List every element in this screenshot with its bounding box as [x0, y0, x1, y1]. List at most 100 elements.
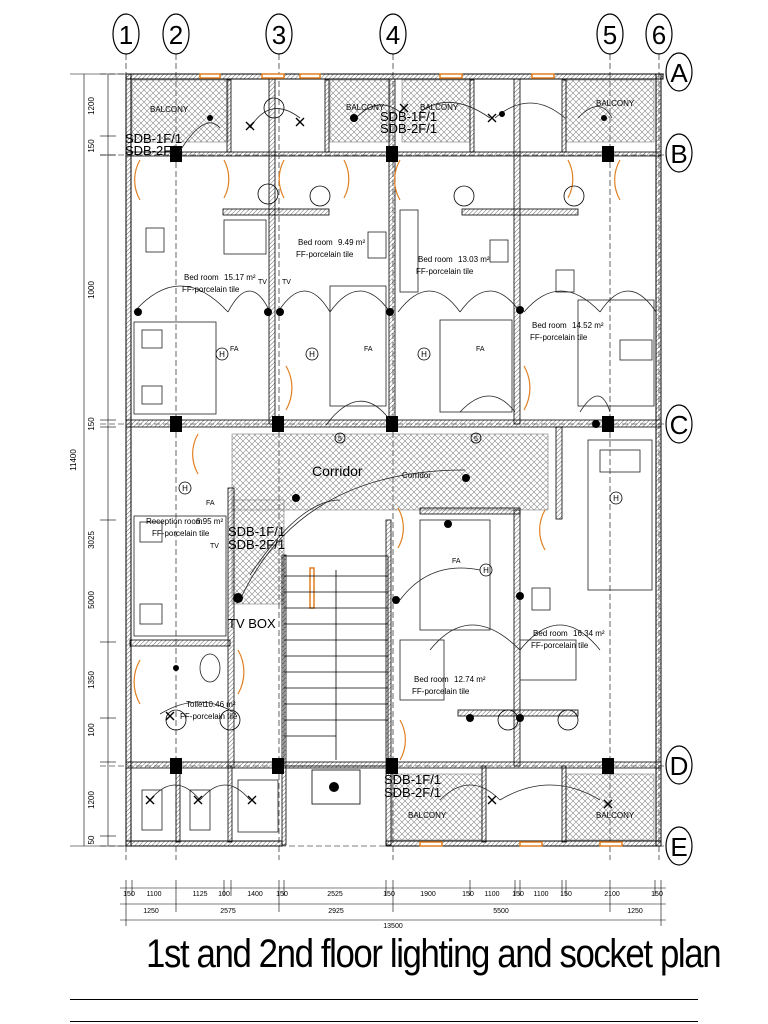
svg-text:H: H [421, 350, 427, 359]
svg-text:H: H [309, 350, 315, 359]
tv-outlet-symbols: TV TV TV [210, 279, 291, 550]
svg-text:50: 50 [87, 835, 96, 844]
svg-text:14.52 m²: 14.52 m² [572, 321, 604, 330]
fan-fixtures [165, 97, 585, 731]
structural-columns [170, 146, 614, 774]
svg-text:150: 150 [651, 891, 663, 898]
svg-text:1400: 1400 [247, 891, 263, 898]
svg-text:FF-porcelain tile: FF-porcelain tile [296, 250, 354, 259]
left-dimension-labels: 1200 150 1000 11400 150 3025 5000 1350 1… [69, 97, 96, 845]
svg-text:150: 150 [87, 417, 96, 431]
svg-text:6.95 m²: 6.95 m² [196, 517, 223, 526]
svg-text:D: D [670, 751, 689, 781]
svg-text:13.03 m²: 13.03 m² [458, 255, 490, 264]
svg-text:SDB-1F/1: SDB-1F/1 [380, 109, 437, 124]
svg-text:Toilet: Toilet [186, 700, 205, 709]
svg-text:E: E [670, 832, 687, 862]
room-labels: BALCONY BALCONY BALCONY BALCONY BALCONY … [146, 99, 635, 820]
furniture [133, 209, 655, 833]
svg-text:5: 5 [603, 20, 617, 50]
svg-text:150: 150 [123, 891, 135, 898]
svg-text:2100: 2100 [604, 891, 620, 898]
svg-text:BALCONY: BALCONY [346, 103, 385, 112]
column-axis-1: 1 [112, 13, 140, 55]
column-axis-6: 6 [645, 13, 673, 55]
svg-text:Bed room: Bed room [414, 675, 449, 684]
svg-text:H: H [613, 494, 619, 503]
svg-text:FA: FA [452, 558, 461, 565]
light-fixtures [134, 111, 607, 792]
svg-text:SDB-2F/1: SDB-2F/1 [380, 121, 437, 136]
row-axis-e: E [665, 826, 693, 866]
svg-text:15.17 m²: 15.17 m² [224, 273, 256, 282]
column-axis-5: 5 [596, 13, 624, 55]
svg-text:FF-porcelain tile: FF-porcelain tile [412, 687, 470, 696]
svg-text:1100: 1100 [484, 891, 499, 898]
svg-text:SDB-1F/1: SDB-1F/1 [125, 131, 182, 146]
svg-text:1: 1 [119, 20, 133, 50]
svg-text:5: 5 [474, 436, 478, 443]
svg-text:FA: FA [230, 346, 239, 353]
svg-text:150: 150 [512, 891, 524, 898]
svg-text:2525: 2525 [327, 891, 343, 898]
svg-text:16.34 m²: 16.34 m² [573, 629, 605, 638]
svg-text:3025: 3025 [87, 531, 96, 549]
svg-text:3: 3 [272, 20, 286, 50]
svg-text:11400: 11400 [69, 449, 78, 471]
svg-text:150: 150 [87, 139, 96, 153]
svg-text:SDB-2F/1: SDB-2F/1 [384, 785, 441, 800]
svg-text:100: 100 [87, 723, 96, 737]
svg-text:1900: 1900 [420, 891, 436, 898]
svg-text:1250: 1250 [143, 908, 159, 915]
svg-text:FF-porcelain tile: FF-porcelain tile [180, 712, 238, 721]
svg-text:Bed room: Bed room [418, 255, 453, 264]
svg-text:1350: 1350 [87, 671, 96, 689]
svg-text:1000: 1000 [87, 281, 96, 299]
left-dimension-chain [70, 73, 126, 847]
svg-text:1100: 1100 [146, 891, 161, 898]
title-underline-top [70, 999, 698, 1000]
bottom-dimension-labels: 150 1100 1125 100 1400 150 2525 150 1900… [123, 891, 663, 930]
svg-text:1125: 1125 [192, 891, 207, 898]
svg-text:4: 4 [386, 20, 400, 50]
drawing-title: 1st and 2nd floor lighting and socket pl… [146, 932, 722, 976]
svg-text:TV: TV [258, 279, 267, 286]
svg-text:FA: FA [364, 346, 373, 353]
hatched-zones [131, 79, 655, 841]
socket-h-symbols: H H H H H H [178, 347, 623, 577]
svg-text:1250: 1250 [627, 908, 643, 915]
column-axis-3: 3 [265, 13, 293, 55]
svg-text:TV BOX: TV BOX [228, 616, 276, 631]
svg-text:Bed room: Bed room [533, 629, 568, 638]
svg-text:C: C [670, 410, 689, 440]
column-axis-2: 2 [162, 13, 190, 55]
column-axis-4: 4 [379, 13, 407, 55]
svg-text:150: 150 [560, 891, 572, 898]
svg-text:H: H [182, 484, 188, 493]
svg-text:BALCONY: BALCONY [150, 105, 189, 114]
marker-5-symbols: 5 5 [334, 432, 482, 444]
svg-text:Corridor: Corridor [312, 463, 363, 479]
svg-text:150: 150 [383, 891, 395, 898]
bottom-dimension-chain [120, 880, 666, 926]
svg-text:SDB-2F/1: SDB-2F/1 [228, 537, 285, 552]
svg-text:TV: TV [282, 279, 291, 286]
svg-text:5: 5 [338, 436, 342, 443]
svg-text:BALCONY: BALCONY [596, 99, 635, 108]
svg-text:BALCONY: BALCONY [420, 103, 459, 112]
svg-text:FF-porcelain tile: FF-porcelain tile [152, 529, 210, 538]
switch-crosses [145, 103, 613, 809]
svg-text:Reception room: Reception room [146, 517, 203, 526]
svg-text:H: H [219, 350, 225, 359]
fire-alarm-symbols: FA FA FA FA FA [206, 346, 485, 565]
svg-text:150: 150 [462, 891, 474, 898]
svg-text:10.46 m²: 10.46 m² [204, 700, 236, 709]
svg-text:Bed room: Bed room [184, 273, 219, 282]
svg-text:Bed room: Bed room [532, 321, 567, 330]
svg-text:150: 150 [276, 891, 288, 898]
svg-text:13500: 13500 [383, 923, 403, 930]
row-axis-c: C [665, 404, 693, 444]
svg-text:Bed room: Bed room [298, 238, 333, 247]
svg-text:FF-porcelain tile: FF-porcelain tile [531, 641, 589, 650]
